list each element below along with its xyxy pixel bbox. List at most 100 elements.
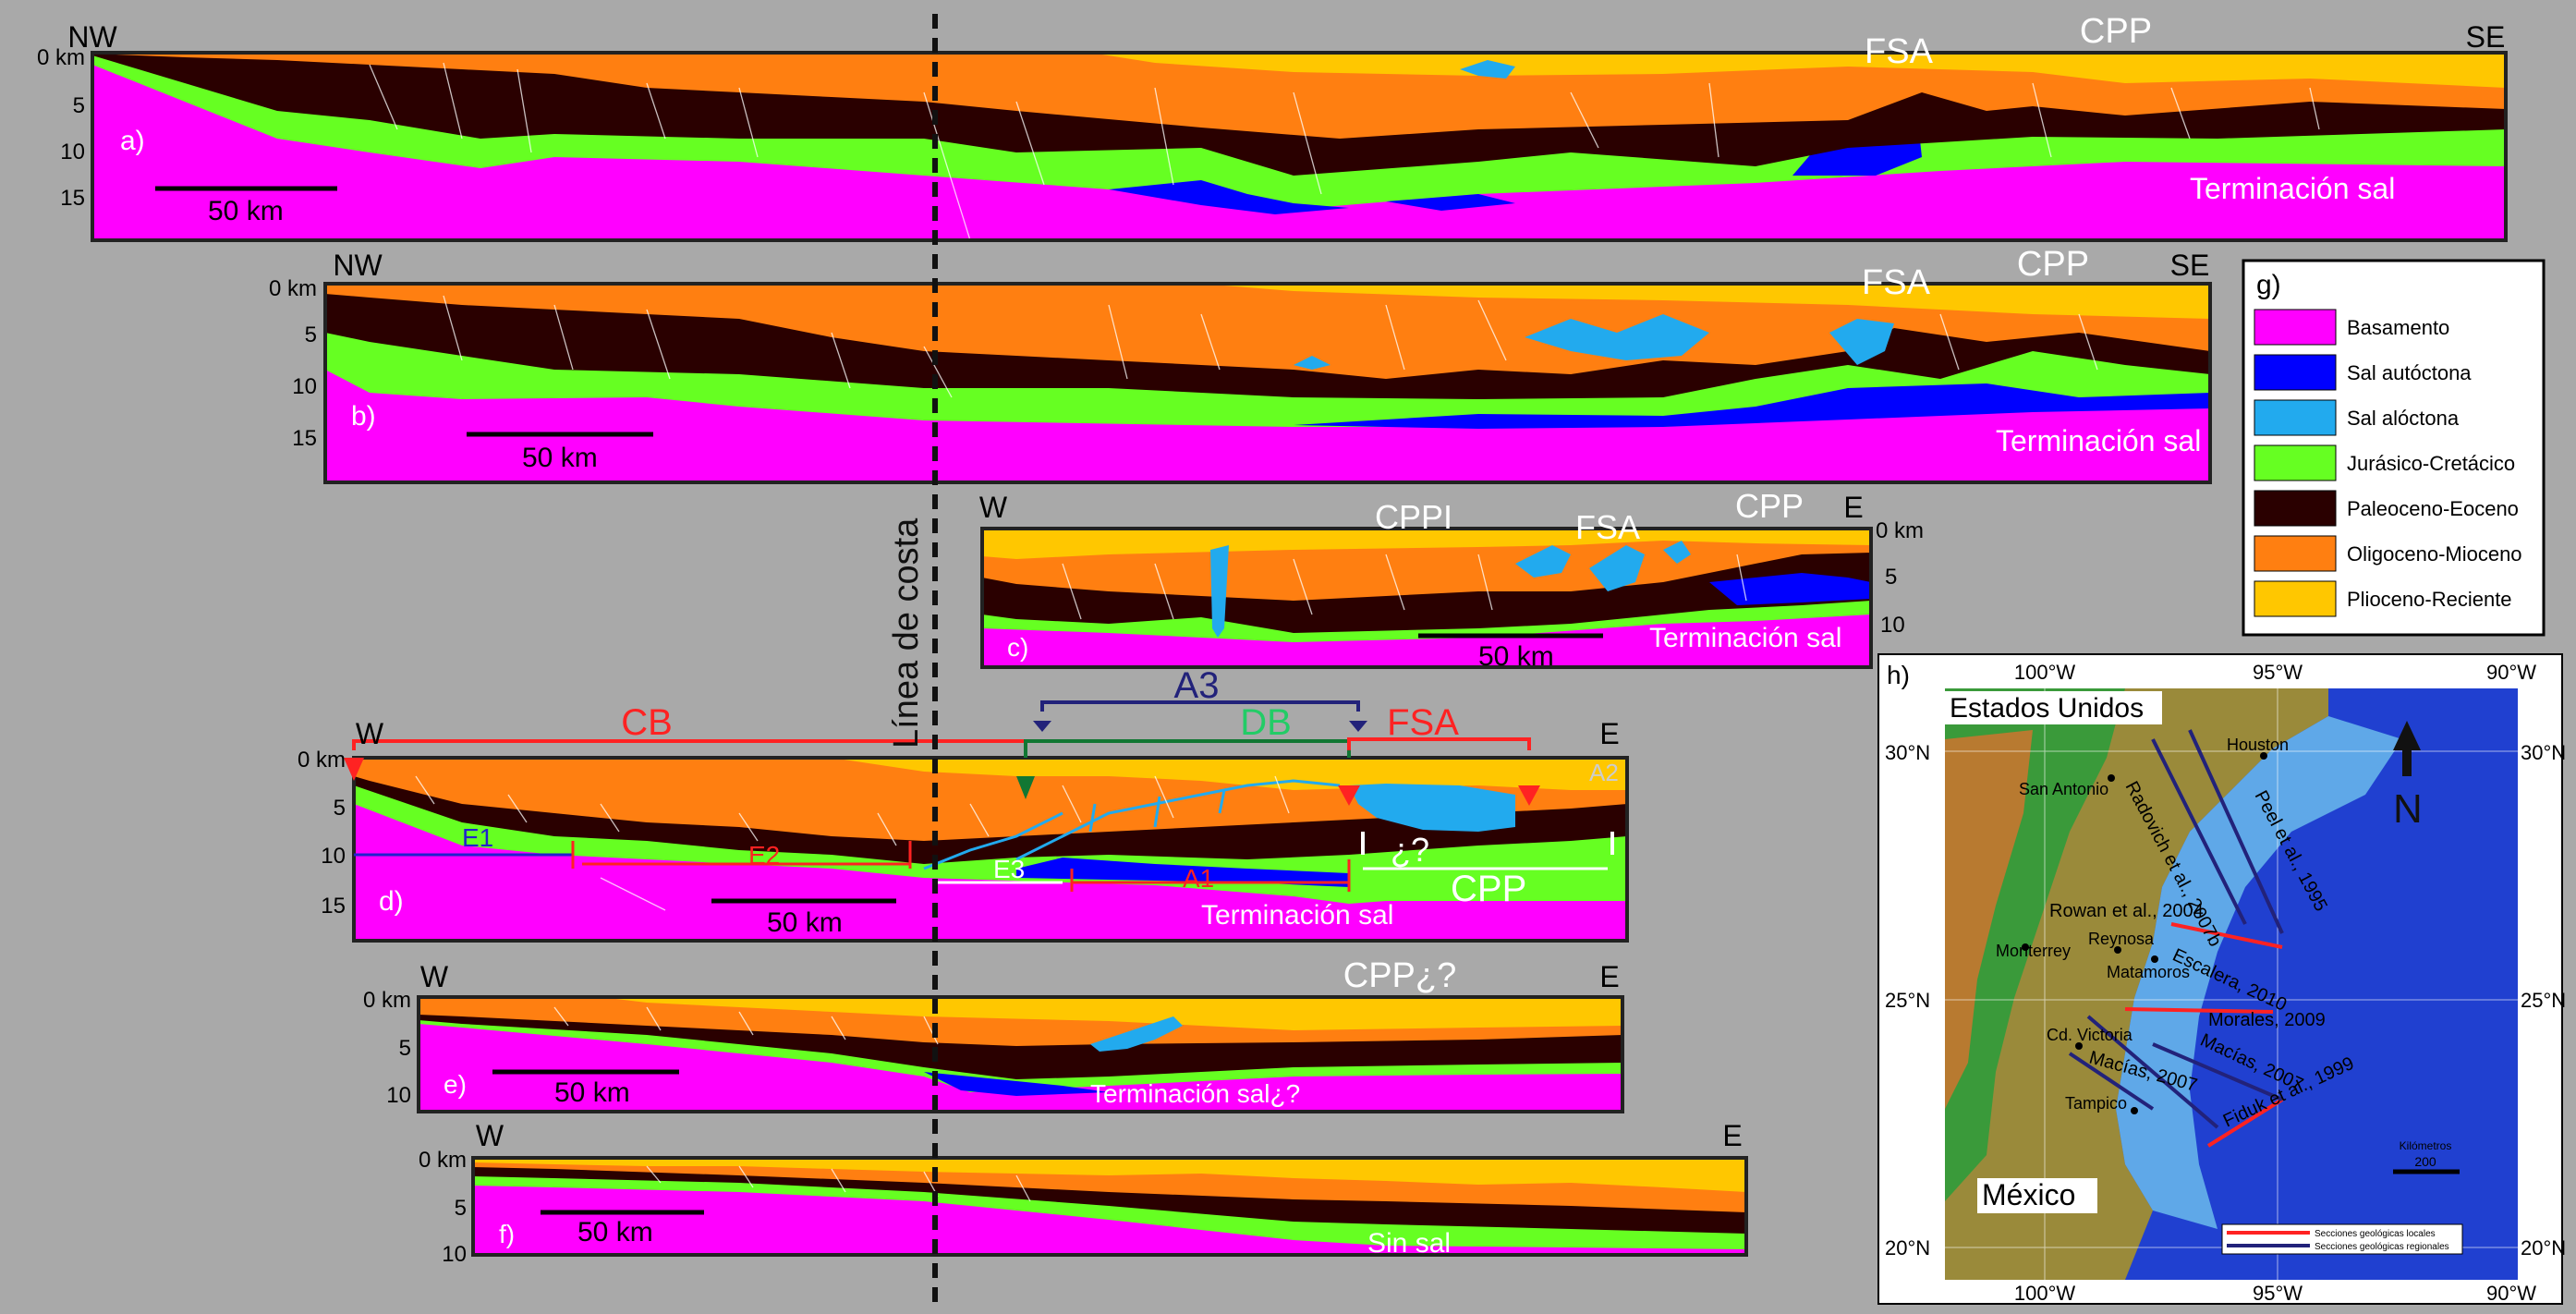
feature-label: CPPI	[1375, 498, 1452, 536]
depth-tick: 0 km	[1876, 518, 1924, 543]
map-legend-local: Secciones geológicas locales	[2315, 1229, 2436, 1239]
map-scale: 200 Kilómetros	[2393, 1139, 2460, 1174]
feature-label: CPP	[2080, 12, 2152, 51]
coastline-label: Línea de costa	[887, 517, 926, 748]
section-b: 50 km b) NW SE Terminación sal FSA CPP 0…	[269, 245, 2212, 484]
depth-tick: 0 km	[37, 45, 85, 70]
lat-label: 20°N	[2521, 1236, 2566, 1259]
end-label: Terminación sal	[1649, 623, 1841, 653]
feature-label: ¿?	[1391, 831, 1429, 869]
faults	[553, 1006, 939, 1045]
domain-label: FSA	[1387, 702, 1459, 743]
layer-autoch-salt	[1294, 383, 2210, 429]
layer-pliocene	[832, 758, 1627, 790]
lat-label: 20°N	[1885, 1236, 1930, 1259]
depth-tick: 5	[455, 1196, 467, 1221]
legend-label: Sal autóctona	[2347, 361, 2472, 384]
lat-label: 25°N	[2521, 989, 2566, 1012]
depth-tick: 10	[386, 1083, 411, 1108]
layer-alloch-salt	[1294, 314, 1894, 370]
depth-tick: 5	[73, 93, 85, 118]
dir-right: SE	[2466, 20, 2506, 54]
country-label: México	[1982, 1178, 2075, 1211]
faults	[369, 62, 2320, 241]
panel-label: d)	[379, 886, 404, 917]
legend-label: Plioceno-Reciente	[2347, 588, 2512, 611]
layer-alloch-salt	[1349, 784, 1515, 832]
section-label: Rowan et al., 2004	[2049, 901, 2204, 921]
end-label: Terminación sal	[1996, 424, 2201, 457]
dir-left: NW	[333, 249, 383, 282]
segment-label: E2	[748, 841, 780, 870]
north-arrow: N	[2393, 721, 2423, 832]
map: 100°W 95°W 90°W 100°W 95°W 90°W 30°N 25°…	[1877, 653, 2566, 1305]
lat-label: 30°N	[2521, 741, 2566, 764]
section-d: CB A3 DB FSA E1 E2 E3 A1 A2 ¿? CPP 50 km…	[298, 665, 1629, 943]
domain-arrows	[344, 721, 1540, 806]
legend-label: Sal alóctona	[2347, 407, 2460, 430]
panel-label: b)	[351, 401, 376, 432]
feature-label: CPP¿?	[1343, 956, 1456, 995]
legend-swatch	[2254, 580, 2337, 617]
city-label: Tampico	[2065, 1094, 2127, 1113]
domain-label: DB	[1240, 702, 1292, 743]
dir-right: E	[1843, 491, 1863, 524]
city-label: Houston	[2227, 736, 2289, 754]
depth-tick: 15	[60, 186, 85, 211]
layer-autoch-salt	[1109, 72, 1922, 214]
regional-sections	[2068, 729, 2284, 1129]
depth-tick: 0 km	[298, 748, 346, 773]
feature-label: FSA	[1862, 263, 1931, 302]
legend-swatch	[2254, 354, 2337, 391]
faults	[415, 775, 1290, 911]
feature-label: CPP	[1735, 487, 1804, 525]
dir-right: E	[1599, 960, 1619, 993]
city-label: Monterrey	[1996, 942, 2071, 960]
section-a: 50 km a) NW SE Terminación sal FSA CPP 0…	[37, 12, 2508, 242]
end-label: Terminación sal	[1201, 900, 1393, 931]
legend-swatch	[2254, 444, 2337, 481]
map-legend-regional: Secciones geológicas regionales	[2315, 1242, 2449, 1252]
dir-right: SE	[2170, 249, 2210, 282]
segment-label: A1	[1183, 864, 1214, 893]
legend-label: Oligoceno-Mioceno	[2347, 542, 2522, 566]
depth-tick: 5	[334, 796, 346, 821]
map-legend: Secciones geológicas locales Secciones g…	[2221, 1223, 2463, 1255]
scale-unit: Kilómetros	[2400, 1139, 2452, 1152]
legend-swatch	[2254, 309, 2337, 346]
layer-alloch-salt	[1090, 1016, 1183, 1052]
depth-tick: 5	[305, 322, 317, 347]
depth-tick: 10	[1880, 613, 1905, 638]
lat-label: 30°N	[1885, 741, 1930, 764]
scale-label: 50 km	[1478, 641, 1554, 672]
scale-value: 200	[2414, 1154, 2436, 1169]
faults	[1062, 554, 1747, 620]
segment-lines	[354, 832, 1614, 892]
domain-label: A3	[1174, 665, 1220, 706]
city-label: Cd. Victoria	[2047, 1026, 2133, 1044]
layer-autoch-salt	[1709, 573, 1871, 605]
depth-tick: 10	[60, 140, 85, 164]
segment-label: E1	[462, 823, 493, 852]
scale-label: 50 km	[522, 443, 598, 473]
north-label: N	[2393, 786, 2423, 832]
depth-tick: 0 km	[269, 276, 317, 301]
layer-pliocene	[1090, 53, 2506, 88]
layer-pliocene	[1201, 284, 2210, 319]
section-c: 50 km c) W E Terminación sal CPPI FSA CP…	[979, 487, 1924, 672]
depth-tick: 5	[1885, 565, 1897, 590]
scale-label: 50 km	[208, 196, 284, 226]
layer-pliocene	[982, 529, 1871, 559]
scale-label: 50 km	[767, 907, 843, 938]
local-sections	[2124, 922, 2284, 1148]
salt-welds	[923, 779, 1341, 870]
section-label: Morales, 2009	[2208, 1010, 2326, 1030]
scale-label: 50 km	[554, 1077, 630, 1108]
panel-label: e)	[444, 1070, 467, 1099]
end-label: Terminación sal	[2190, 172, 2395, 205]
feature-label: FSA	[1575, 508, 1640, 546]
land-brown	[1945, 730, 2033, 1109]
lon-label: 100°W	[2014, 1282, 2076, 1305]
map-panel-label: h)	[1887, 661, 1910, 689]
